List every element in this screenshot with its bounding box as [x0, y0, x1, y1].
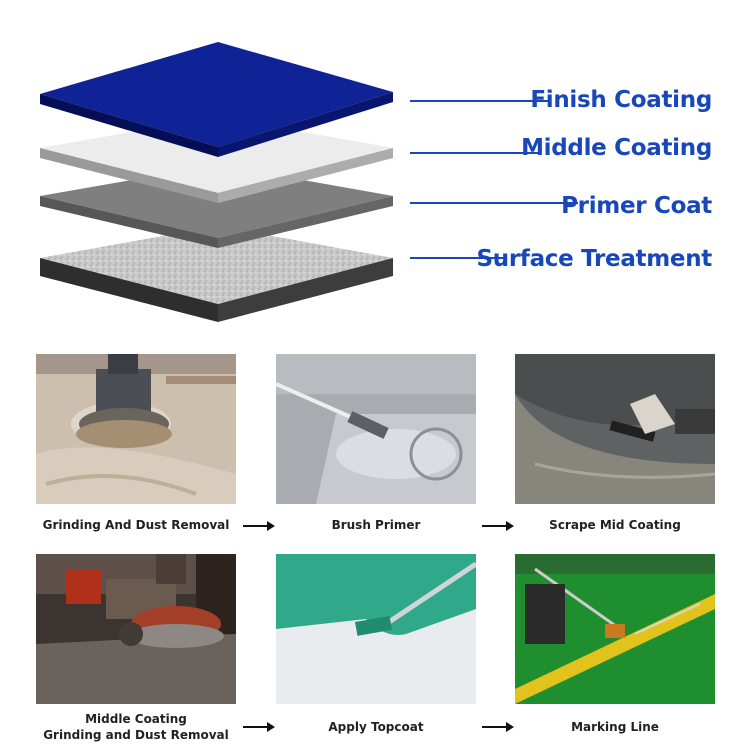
step-2-arrow — [482, 521, 514, 531]
step-2-caption: Brush Primer — [331, 518, 421, 532]
surface-treatment-label: Surface Treatment — [476, 246, 712, 272]
primer-coat-label: Primer Coat — [561, 193, 712, 219]
scrape-mid-coating-photo — [515, 354, 715, 504]
brush-primer-photo — [276, 354, 476, 504]
step-1-caption: Grinding And Dust Removal — [42, 518, 230, 532]
step-3-caption: Scrape Mid Coating — [549, 518, 681, 532]
middle-coating-label: Middle Coating — [521, 135, 712, 161]
marking-line-photo — [515, 554, 715, 704]
step-4-arrow — [243, 722, 275, 732]
step-5-caption: Apply Topcoat — [328, 720, 424, 734]
finish-coating-layer — [40, 42, 393, 157]
step-4-caption-line1: Middle Coating — [85, 712, 187, 726]
surface-treatment-layer — [40, 226, 393, 322]
grinding-photo — [36, 354, 236, 504]
step-6-caption: Marking Line — [571, 720, 659, 734]
step-4-caption: Middle Coating Grinding and Dust Removal — [26, 711, 246, 743]
step-4-caption-line2: Grinding and Dust Removal — [43, 728, 229, 742]
step-5-arrow — [482, 722, 514, 732]
finish-coating-label: Finish Coating — [530, 87, 712, 113]
apply-topcoat-photo — [276, 554, 476, 704]
middle-grinding-photo — [36, 554, 236, 704]
step-1-arrow — [243, 521, 275, 531]
coating-layers-diagram — [40, 42, 578, 322]
